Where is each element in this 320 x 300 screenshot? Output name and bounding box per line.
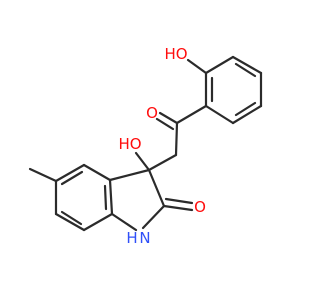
molecule-structure: HO O HO O N H bbox=[28, 45, 263, 247]
bond bbox=[60, 170, 84, 186]
bond bbox=[82, 212, 114, 232]
bond bbox=[186, 58, 208, 75]
bond bbox=[234, 101, 257, 117]
bond bbox=[204, 104, 235, 125]
bond bbox=[141, 204, 166, 230]
bond bbox=[175, 104, 208, 125]
bond bbox=[147, 168, 166, 208]
bond bbox=[234, 62, 257, 78]
bond bbox=[54, 212, 86, 232]
bond bbox=[108, 168, 151, 182]
atom-label-ketone-o: O bbox=[146, 104, 158, 122]
bond bbox=[82, 163, 112, 182]
bond bbox=[155, 117, 175, 131]
bond bbox=[28, 167, 58, 183]
atom-label-lactam-o: O bbox=[194, 198, 206, 216]
oxindole-core bbox=[28, 151, 194, 232]
bond bbox=[110, 212, 138, 232]
bond bbox=[147, 153, 178, 172]
bond bbox=[60, 210, 83, 226]
bond bbox=[204, 55, 235, 75]
bond bbox=[158, 111, 179, 125]
bond bbox=[103, 184, 108, 211]
phenol-ring bbox=[204, 55, 263, 125]
bond bbox=[54, 163, 86, 183]
bond bbox=[231, 104, 263, 125]
bond bbox=[164, 197, 194, 205]
bond bbox=[134, 151, 151, 172]
bond bbox=[174, 121, 179, 157]
bond bbox=[231, 55, 263, 75]
atom-label-ring-n: N bbox=[139, 229, 150, 247]
ketone-linker bbox=[147, 104, 208, 172]
atom-label-phenol-oh: HO bbox=[164, 45, 187, 63]
molecule-canvas: HO O HO O N H bbox=[28, 45, 263, 247]
atom-label-ring-nh: H bbox=[126, 229, 137, 247]
atom-label-hydroxy-oh: HO bbox=[118, 135, 141, 153]
bond bbox=[108, 178, 114, 216]
bond bbox=[162, 204, 194, 212]
